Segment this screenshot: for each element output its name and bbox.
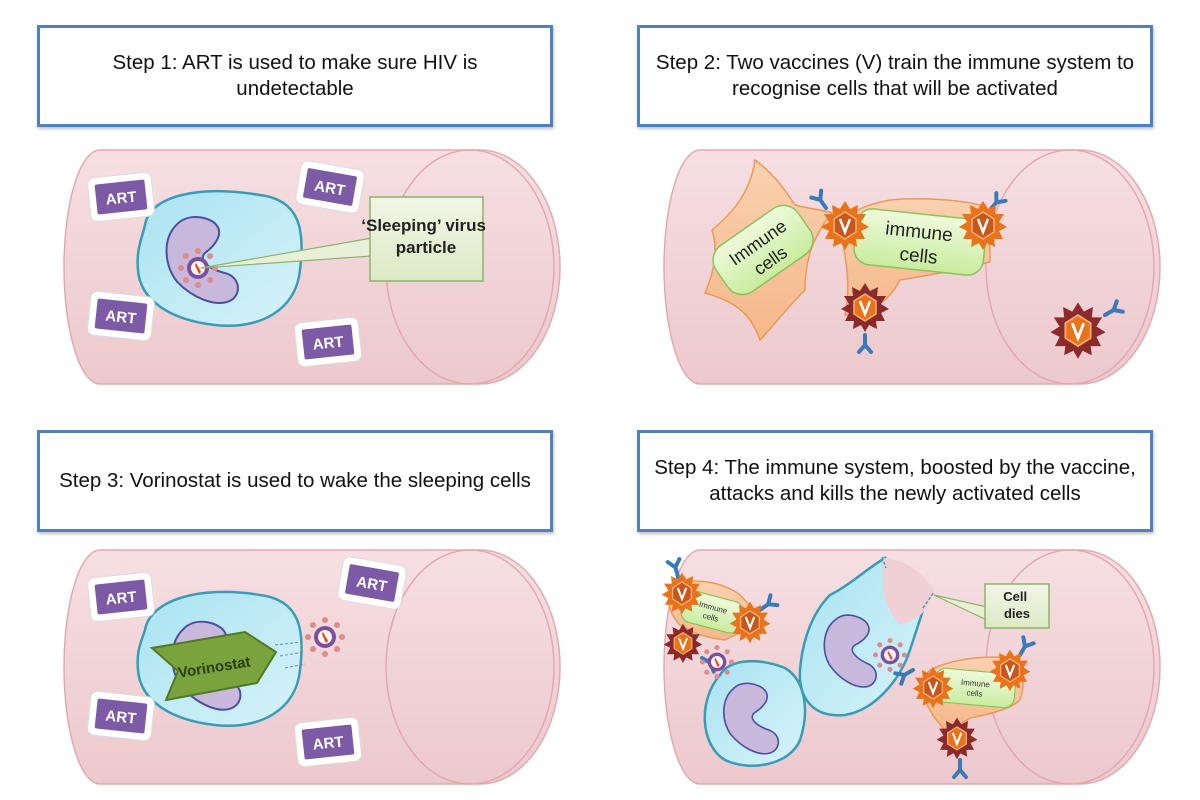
step-2-illustration: Immunecells immunecells — [663, 149, 1161, 385]
art-tag: ART — [294, 159, 366, 215]
step-1-title: Step 1: ART is used to make sure HIV is … — [37, 25, 553, 127]
svg-text:ART: ART — [313, 177, 346, 199]
step-3-illustration: Vorinostat ART ART ART ART — [63, 549, 561, 785]
callout-line-1: ‘Sleeping’ virus — [361, 216, 486, 235]
step-1-illustration: ART ART ART ART ‘Sleeping’ virus particl… — [63, 149, 561, 385]
dying-cell — [798, 555, 935, 717]
svg-text:ART: ART — [105, 707, 137, 727]
art-tag: ART — [86, 690, 156, 742]
art-tag: ART — [86, 290, 156, 342]
step-2-title: Step 2: Two vaccines (V) train the immun… — [637, 25, 1153, 127]
svg-text:ART: ART — [312, 333, 344, 353]
svg-text:ART: ART — [355, 573, 388, 595]
step-4-title: Step 4: The immune system, boosted by th… — [637, 430, 1153, 532]
virus-particle — [873, 638, 907, 672]
svg-text:ART: ART — [105, 307, 137, 327]
callout-line-1: Cell — [1003, 589, 1027, 604]
svg-text:‘Sleeping’ virus parti: ‘Sleeping’ virus particle — [361, 216, 490, 257]
infected-cell — [703, 659, 807, 767]
svg-text:ART: ART — [105, 188, 137, 208]
panel-step-2: Step 2: Two vaccines (V) train the immun… — [600, 0, 1200, 400]
panel-step-4: Step 4: The immune system, boosted by th… — [600, 400, 1200, 800]
art-tag: ART — [293, 316, 363, 368]
vorinostat-arrow: Vorinostat — [149, 630, 278, 702]
callout-line-2: particle — [396, 238, 456, 257]
sleeping-virus-particle — [178, 248, 218, 288]
immune-cell-vaccinated: immunecells — [839, 198, 991, 316]
svg-text:ART: ART — [105, 588, 137, 608]
panel-step-1: Step 1: ART is used to make sure HIV is … — [0, 0, 600, 400]
art-tag: ART — [336, 555, 408, 611]
callout-sleeping-virus: ‘Sleeping’ virus particle — [200, 196, 490, 282]
virus-particle — [700, 645, 734, 679]
waking-virus-particle — [305, 617, 345, 657]
callout-cell-dies: Cell dies — [933, 583, 1050, 629]
art-tag: ART — [86, 171, 156, 223]
step-3-title: Step 3: Vorinostat is used to wake the s… — [37, 430, 553, 532]
immune-cells-label: Immunecells — [960, 678, 991, 699]
step-4-illustration: Immunecells Immunecells — [660, 549, 1161, 785]
svg-text:Cell dies: Cell dies — [1003, 589, 1030, 621]
immune-cell: Immunecells — [703, 158, 834, 342]
wake-signal-lines — [274, 641, 306, 669]
callout-line-2: dies — [1004, 606, 1030, 621]
art-tag: ART — [293, 716, 363, 768]
art-tag: ART — [86, 571, 156, 623]
svg-text:ART: ART — [312, 733, 344, 753]
panel-step-3: Step 3: Vorinostat is used to wake the s… — [0, 400, 600, 800]
